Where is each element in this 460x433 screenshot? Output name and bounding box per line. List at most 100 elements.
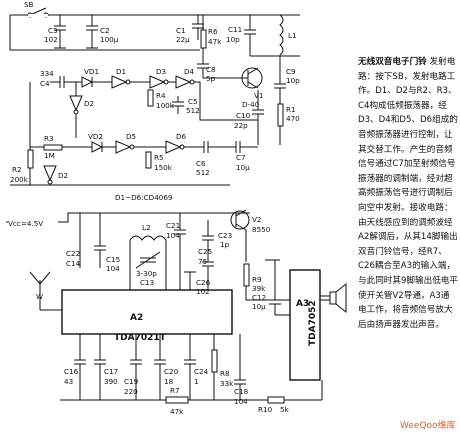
label-r6-value: 47k: [208, 37, 222, 46]
transistor-v2: [230, 209, 250, 231]
label-r1-value: 470: [286, 114, 300, 123]
label-c22: C22: [66, 249, 80, 258]
label-vd1: VD1: [84, 67, 99, 76]
label-c12: C12: [252, 293, 266, 302]
label-c23: C23: [218, 231, 232, 240]
speaker-icon: [320, 282, 347, 314]
description-body: 发射电路：按下SB，发射电路工作。D1、D2与R2、R3、C4构成低频振荡器，经…: [358, 57, 458, 330]
label-c13-value: 3-30p: [136, 269, 157, 278]
label-a2-model: TDA7021T: [114, 333, 167, 343]
label-r8: R8: [220, 369, 230, 378]
transistor-v1: [238, 67, 263, 89]
label-c10: C10: [236, 111, 251, 120]
label-c14: C14: [66, 259, 81, 268]
label-c23-value: 1p: [220, 240, 230, 249]
label-r10: R10: [258, 405, 273, 414]
label-v2: V2: [252, 215, 262, 224]
label-v2-model: 8550: [252, 225, 271, 234]
label-c19: C19: [124, 377, 139, 386]
label-c2: C2: [100, 26, 110, 35]
label-vd2: VD2: [88, 132, 103, 141]
label-r10-value: 5k: [280, 405, 290, 414]
label-d5: D5: [126, 132, 136, 141]
label-r9-value: 39k: [252, 284, 266, 293]
ic-a2: A2 TDA7021T: [61, 289, 233, 343]
label-c24: C24: [194, 367, 209, 376]
label-c25: C25: [198, 247, 212, 256]
label-c16-value: 43: [64, 377, 73, 386]
label-c24-value: 1: [194, 377, 199, 386]
label-c8: C8: [206, 65, 216, 74]
description-title: 无线双音电子门铃: [358, 57, 427, 67]
label-r4-value: 100k: [156, 101, 175, 110]
label-c19-value: 220: [124, 387, 138, 396]
label-c8-value: 5p: [206, 74, 216, 83]
label-r5-value: 150k: [154, 163, 173, 172]
label-c11-value: 10p: [226, 35, 240, 44]
label-antenna-w: W: [36, 292, 43, 301]
label-c5: C5: [188, 97, 198, 106]
label-c17-value: 390: [104, 377, 118, 386]
label-a2: A2: [130, 313, 143, 323]
label-c9: C9: [286, 67, 296, 76]
label-c7: C7: [236, 153, 246, 162]
label-r2: R2: [12, 165, 22, 174]
label-c12-value: 10μ: [252, 302, 266, 311]
label-c11: C11: [228, 25, 242, 34]
label-a3: A3: [296, 299, 309, 309]
label-c5-value: 512: [186, 106, 200, 115]
label-v1: V1: [254, 91, 264, 100]
label-l2: L2: [142, 223, 151, 232]
label-r7: R7: [170, 386, 180, 395]
label-c21: C21: [166, 221, 180, 230]
label-r8-value: 33k: [220, 379, 234, 388]
label-d2: D2: [84, 99, 94, 108]
label-v1-model: D-40: [242, 100, 260, 109]
label-d3: D3: [156, 67, 166, 76]
label-c6-value: 512: [196, 168, 210, 177]
label-c4-value: 334: [40, 69, 54, 78]
label-c20: C20: [164, 367, 179, 376]
receiver-circuit: Vcc=4.5V C22 C14 C15 104 L2 3-30p C13 C2…: [6, 209, 347, 416]
label-r2-value: 200k: [10, 175, 29, 184]
label-c10-value: 22p: [234, 121, 248, 130]
label-r4: R4: [156, 91, 166, 100]
label-c20-value: 18: [164, 377, 174, 386]
label-c6: C6: [196, 159, 206, 168]
label-c3-value: 102: [44, 35, 58, 44]
watermark: WeeQoo维库: [400, 421, 456, 431]
switch-sb: [27, 7, 49, 18]
label-r9: R9: [252, 275, 262, 284]
label-c3: C3: [48, 26, 58, 35]
label-c15-value: 104: [106, 264, 120, 273]
label-r5: R5: [154, 153, 164, 162]
transmitter-circuit: SB C3 102 C2 100μ C1 22μ R6 47k C11 10p …: [9, 0, 300, 202]
label-c1: C1: [176, 26, 186, 35]
label-c18-value: 104: [234, 397, 248, 406]
label-c4: C4: [40, 79, 50, 88]
label-c16: C16: [64, 367, 79, 376]
label-c13: C13: [140, 278, 154, 287]
label-vcc: Vcc=4.5V: [8, 219, 43, 228]
ic-a3: A3 TDA7052: [289, 269, 321, 381]
circuit-description: 无线双音电子门铃 发射电路：按下SB，发射电路工作。D1、D2与R2、R3、C4…: [358, 55, 458, 332]
label-ic-note: D1~D6:CD4069: [115, 193, 173, 202]
label-c26-value: 102: [196, 287, 210, 296]
label-r6: R6: [208, 27, 218, 36]
label-a3-model: TDA7052: [308, 300, 318, 346]
label-c18: C18: [234, 387, 249, 396]
label-c26: C26: [196, 278, 211, 287]
label-c15: C15: [106, 255, 120, 264]
label-d1: D1: [116, 67, 126, 76]
label-d2b: D2: [58, 171, 68, 180]
label-d6: D6: [176, 132, 187, 141]
label-r3: R3: [44, 134, 54, 143]
label-c9-value: 10p: [286, 76, 300, 85]
label-c25-value: 75: [198, 257, 207, 266]
label-d4: D4: [184, 67, 195, 76]
label-c2-value: 100μ: [100, 35, 119, 44]
label-r3-value: 1M: [44, 151, 55, 160]
label-l1: L1: [288, 31, 297, 40]
label-c17: C17: [104, 367, 118, 376]
